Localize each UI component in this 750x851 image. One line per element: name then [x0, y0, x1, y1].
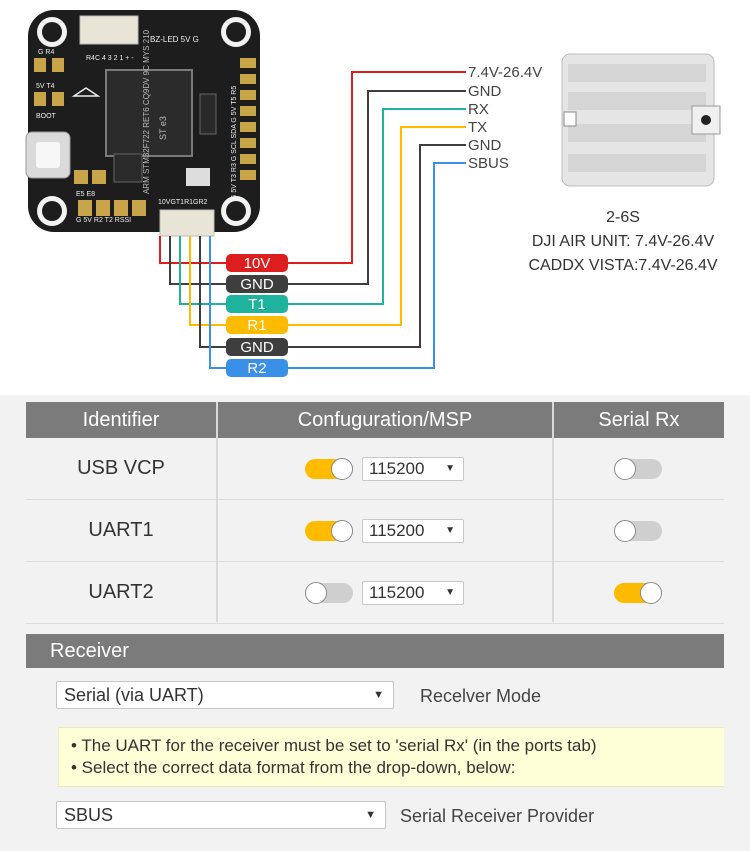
- header-serial-rx: Serial Rx: [554, 402, 724, 438]
- vtx-wire-label: RX: [468, 101, 489, 118]
- pin-badge: [226, 316, 288, 334]
- pin-badge: [226, 275, 288, 293]
- spec-dji: DJI AIR UNIT: 7.4V-26.4V: [531, 233, 715, 250]
- chevron-down-icon: ▼: [445, 587, 455, 598]
- note-line-1: • The UART for the receiver must be set …: [71, 736, 597, 755]
- header-identifier: Identifier: [26, 402, 216, 438]
- chevron-down-icon: ▼: [365, 809, 376, 821]
- serial-rx-toggle[interactable]: [614, 520, 662, 542]
- serial-rx-toggle[interactable]: [614, 458, 662, 480]
- port-row: UART2 115200 ▼: [26, 562, 724, 624]
- vtx-wire-label: GND: [468, 137, 502, 154]
- pin-badge: [226, 338, 288, 356]
- receiver-title: Receiver: [26, 634, 724, 668]
- pin-label: GND: [240, 339, 274, 356]
- wire-2: [169, 90, 466, 285]
- vtx-wire-label: 7.4V-26.4V: [468, 64, 542, 81]
- spec-caddx: CADDX VISTA:7.4V-26.4V: [528, 257, 718, 274]
- pin-label: R1: [247, 317, 266, 334]
- pin-label: GND: [240, 276, 274, 293]
- pin-label: R2: [247, 360, 266, 377]
- receiver-mode-select[interactable]: Serial (via UART) ▼: [56, 681, 394, 709]
- port-identifier: USB VCP: [77, 457, 165, 479]
- receiver-note: • The UART for the receiver must be set …: [58, 727, 724, 787]
- ports-table: Identifier Confuguration/MSP Serial Rx U…: [26, 402, 724, 624]
- wire-1: [159, 71, 466, 264]
- baud-value: 115200: [369, 521, 425, 540]
- vtx-wire-label: SBUS: [468, 155, 509, 172]
- chevron-down-icon: ▼: [445, 525, 455, 536]
- chevron-down-icon: ▼: [445, 463, 455, 474]
- silk-connector: 10VGT1R1GR2: [158, 199, 208, 206]
- mcu-label: ARM STM32F722 RET6 CQ9DV 9C MYS 210: [142, 29, 151, 194]
- port-identifier: UART1: [88, 519, 154, 541]
- msp-toggle[interactable]: [305, 520, 353, 542]
- silk-right: G 5V T3 R3 G SCL SDA G 5V T5 R5: [231, 86, 238, 200]
- spec-cells: 2-6S: [606, 209, 640, 226]
- silk-top: BZ-LED 5V G: [150, 35, 199, 44]
- vtx-wire-label: GND: [468, 83, 502, 100]
- port-row: USB VCP 115200 ▼: [26, 438, 724, 500]
- pin-badge: [226, 295, 288, 313]
- vtx-unit: [561, 53, 721, 187]
- chip-brand: ST e3: [158, 116, 168, 140]
- msp-toggle[interactable]: [305, 458, 353, 480]
- wire-4: [189, 126, 466, 326]
- wires: [159, 71, 466, 369]
- flight-controller-board: ARM STM32F722 RET6 CQ9DV 9C MYS 210 BZ-L…: [25, 10, 260, 237]
- receiver-mode-label: Recelver Mode: [420, 686, 542, 706]
- header-configuration: Confuguration/MSP: [218, 402, 552, 438]
- port-identifier: UART2: [88, 581, 154, 603]
- silk-boot: BOOT: [36, 113, 57, 120]
- provider-label: Serial Receiver Provider: [400, 806, 595, 826]
- wiring-diagram-area: ARM STM32F722 RET6 CQ9DV 9C MYS 210 BZ-L…: [0, 0, 750, 395]
- provider-select[interactable]: SBUS ▼: [56, 801, 386, 829]
- baud-select[interactable]: 115200 ▼: [362, 519, 464, 543]
- silk-bottom: G 5V R2 T2 RSSI: [76, 217, 131, 224]
- baud-value: 115200: [369, 459, 425, 478]
- note-line-2: • Select the correct data format from th…: [71, 758, 516, 777]
- pin-badge: [226, 254, 288, 272]
- column-divider: [216, 402, 218, 622]
- pin-label: T1: [248, 296, 266, 313]
- baud-select[interactable]: 115200 ▼: [362, 581, 464, 605]
- wire-6: [209, 162, 466, 369]
- pin-label: 10V: [244, 255, 271, 272]
- receiver-panel: Receiver Serial (via UART) ▼ Recelver Mo…: [26, 634, 724, 851]
- msp-toggle[interactable]: [305, 582, 353, 604]
- silk-5v-t4: 5V T4: [36, 83, 55, 90]
- provider-value: SBUS: [64, 805, 114, 825]
- chevron-down-icon: ▼: [373, 689, 384, 701]
- wire-3: [179, 108, 466, 305]
- baud-value: 115200: [369, 583, 425, 602]
- boot-marker-icon: [71, 87, 101, 97]
- wire-5: [199, 144, 466, 348]
- vtx-wire-label: TX: [468, 119, 487, 136]
- pin-badge: [226, 359, 288, 377]
- column-divider: [552, 402, 554, 622]
- receiver-mode-value: Serial (via UART): [64, 685, 204, 705]
- silk-r4c: R4C 4 3 2 1 + -: [86, 55, 134, 62]
- baud-select[interactable]: 115200 ▼: [362, 457, 464, 481]
- serial-rx-toggle[interactable]: [614, 582, 662, 604]
- silk-e5e8: E5 E8: [76, 191, 95, 198]
- silk-g-r4: G R4: [38, 49, 54, 56]
- wiring-diagram: ARM STM32F722 RET6 CQ9DV 9C MYS 210 BZ-L…: [25, 10, 721, 377]
- port-row: UART1 115200 ▼: [26, 500, 724, 562]
